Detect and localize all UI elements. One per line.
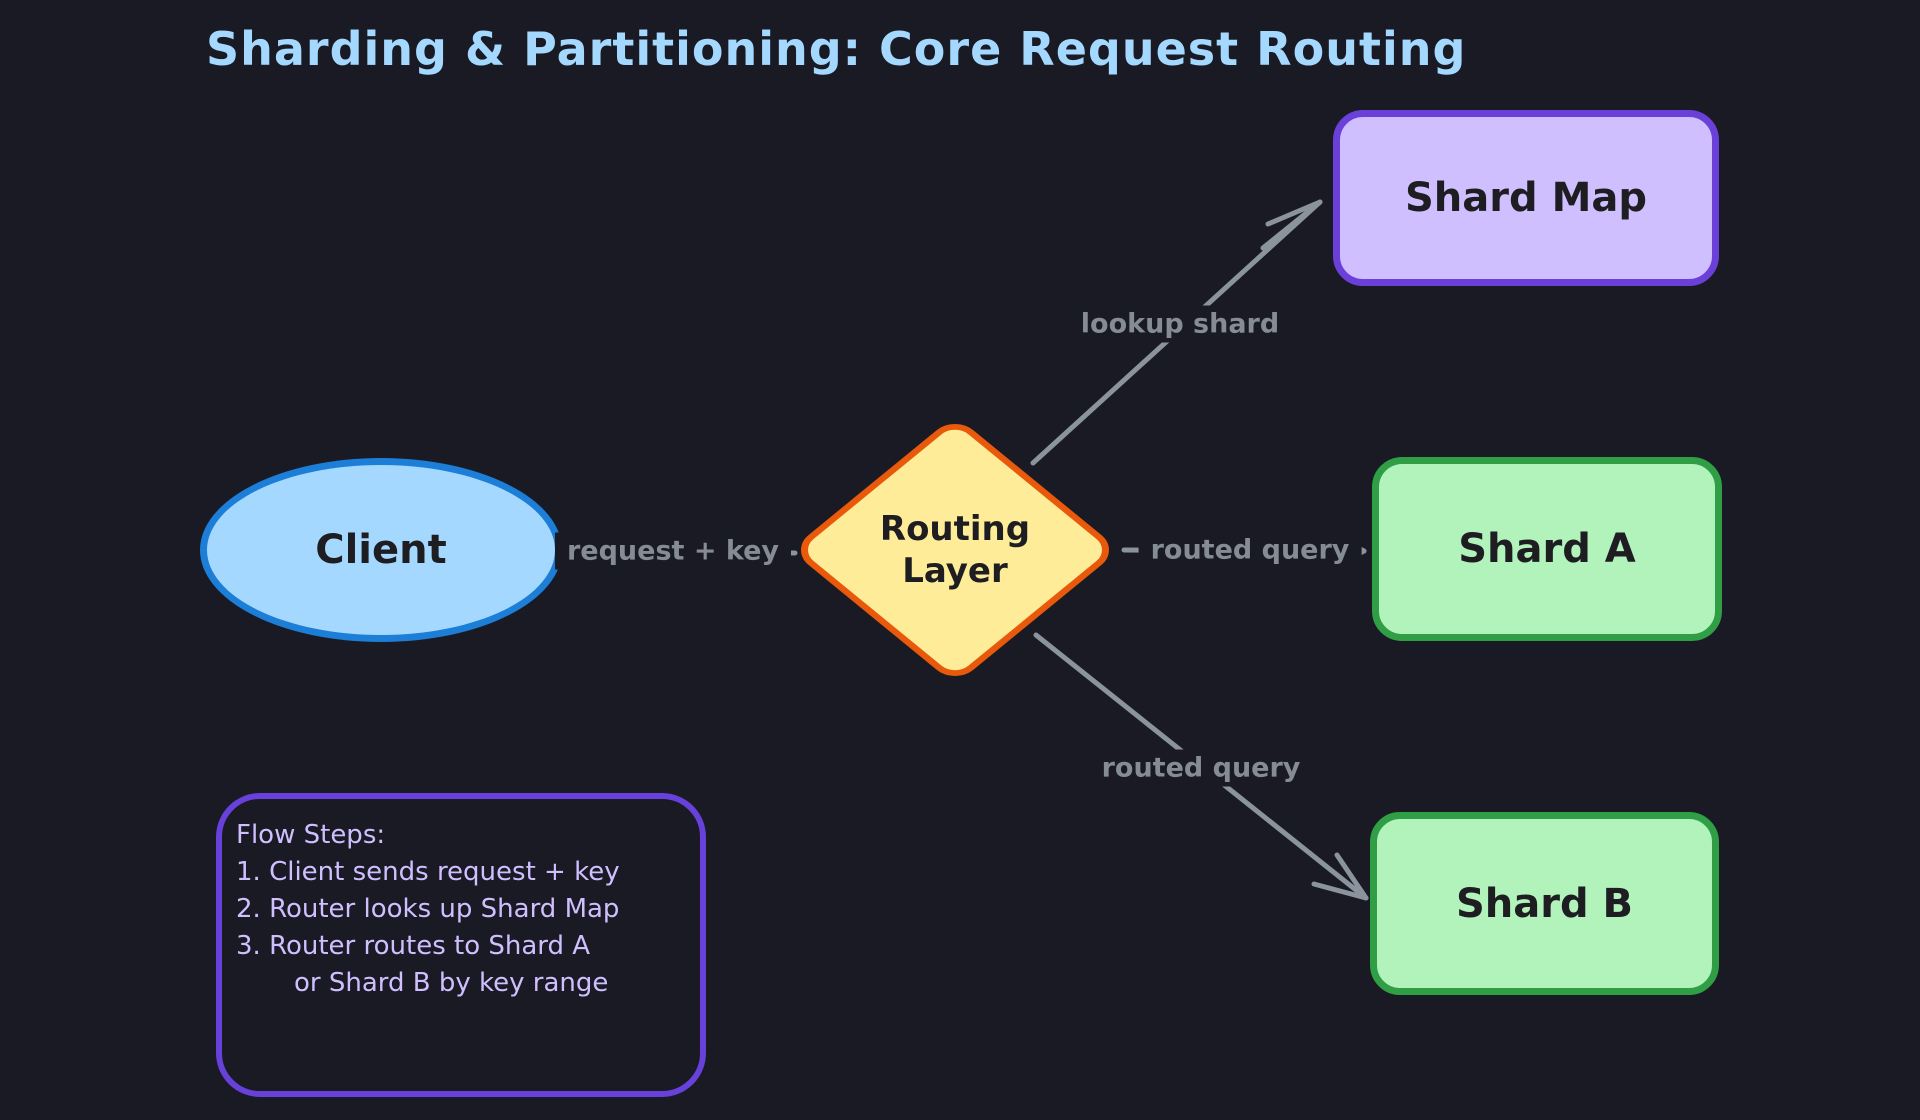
- node-shard-map-label: Shard Map: [1405, 175, 1647, 221]
- diagram-title: Sharding & Partitioning: Core Request Ro…: [206, 22, 1467, 76]
- arrowhead-shard-map: [1260, 199, 1323, 251]
- flow-step-3-continued: or Shard B by key range: [294, 968, 609, 998]
- node-client: Client: [200, 458, 562, 642]
- node-shard-a: Shard A: [1372, 457, 1722, 641]
- node-routing-layer: Routing Layer: [790, 415, 1120, 685]
- flow-step-3: 3. Router routes to Shard A: [236, 931, 591, 961]
- node-shard-map: Shard Map: [1333, 110, 1719, 286]
- edge-label-request-key: request + key: [554, 532, 792, 570]
- edge-label-lookup-shard: lookup shard: [1068, 305, 1292, 343]
- node-client-label: Client: [315, 527, 447, 573]
- node-routing-layer-label: Routing Layer: [879, 508, 1031, 592]
- node-shard-a-label: Shard A: [1458, 526, 1636, 572]
- flow-step-2: 2. Router looks up Shard Map: [236, 894, 620, 924]
- flow-steps-panel: Flow Steps: 1. Client sends request + ke…: [216, 793, 706, 1097]
- node-shard-b-label: Shard B: [1455, 880, 1634, 927]
- node-shard-b: Shard B: [1370, 812, 1719, 995]
- edge-label-routed-query-a: routed query: [1138, 531, 1362, 569]
- flow-steps-heading: Flow Steps:: [236, 820, 386, 850]
- flow-step-1: 1. Client sends request + key: [236, 857, 620, 887]
- edge-label-routed-query-b: routed query: [1089, 749, 1313, 787]
- arrowhead-shard-b: [1311, 852, 1369, 901]
